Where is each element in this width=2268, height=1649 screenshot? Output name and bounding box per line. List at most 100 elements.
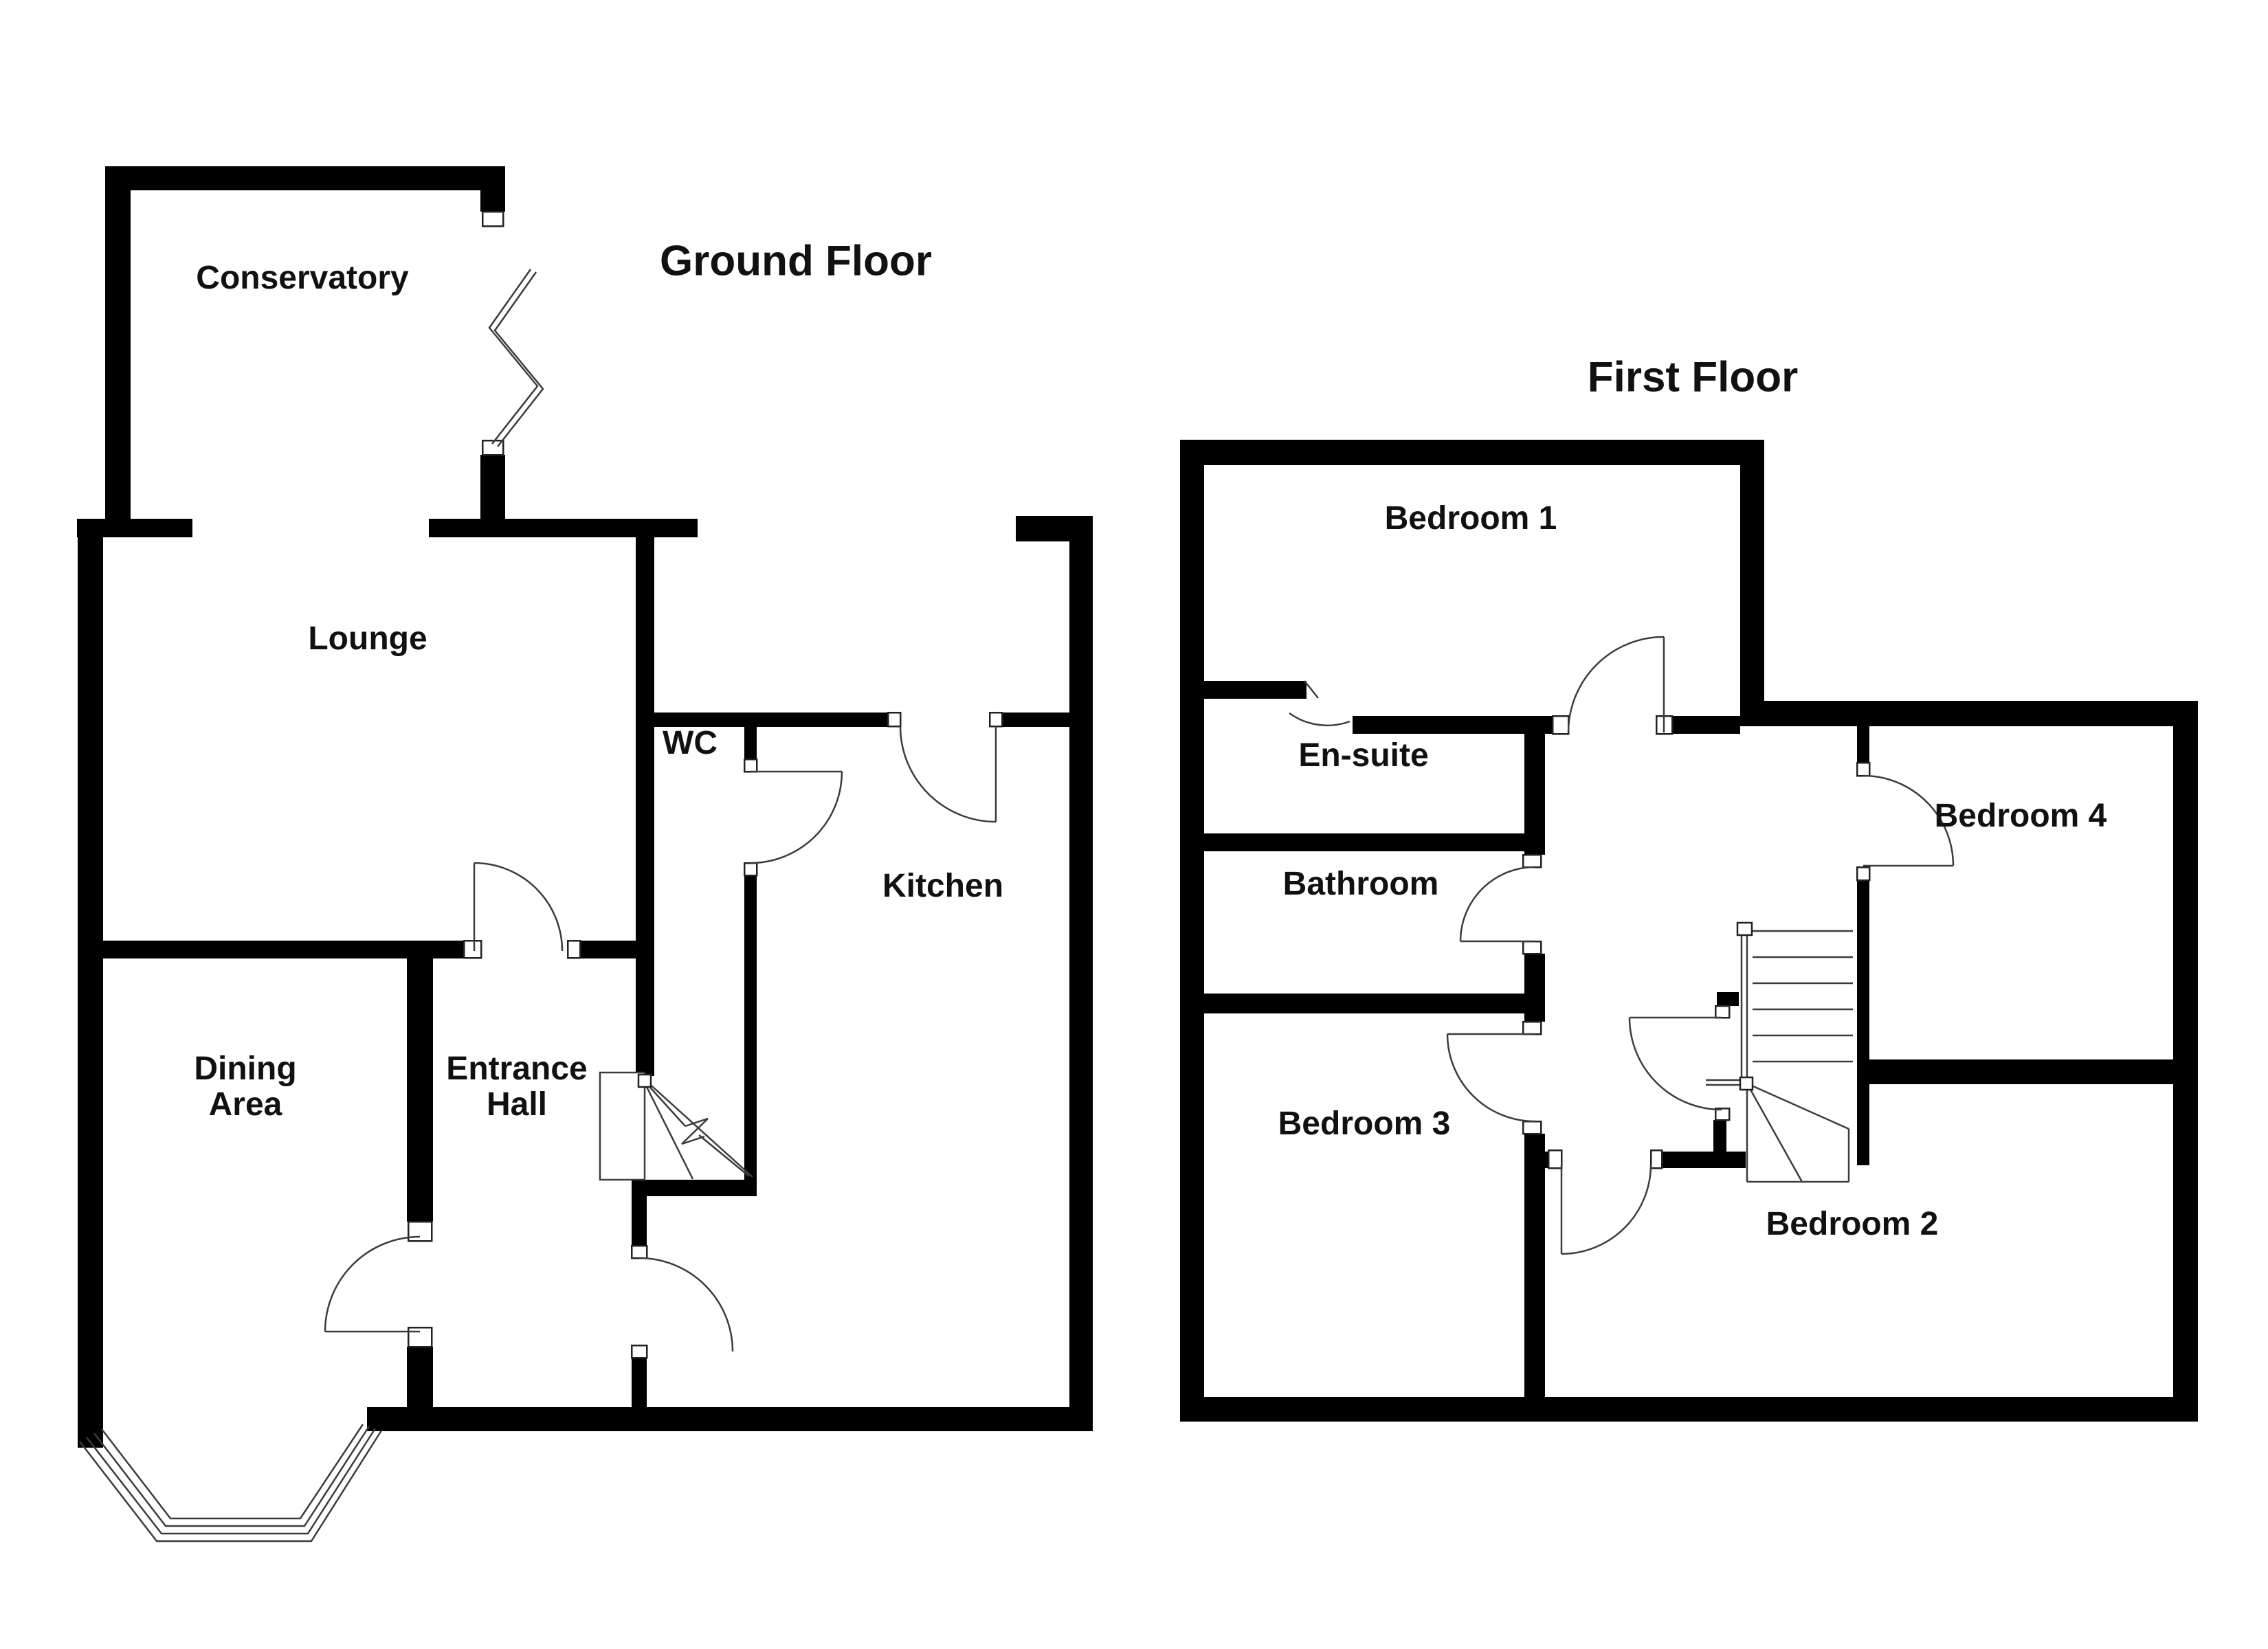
wall-segment <box>105 166 131 521</box>
wall-segment <box>1204 681 1307 699</box>
stair-flight <box>599 1071 646 1181</box>
zigzag-line <box>488 269 539 445</box>
first-floor-stairs <box>1706 921 1853 1183</box>
wall-segment <box>1524 1134 1545 1397</box>
room-label-conservatory: Conservatory <box>196 260 409 297</box>
conservatory-zigzag-opening <box>488 269 544 447</box>
wall-segment <box>1740 701 2198 726</box>
wall-segment <box>744 726 757 759</box>
stair-newel-post <box>637 1073 652 1088</box>
bedroom4-door-arc <box>1863 774 1955 866</box>
jamb-marker <box>630 1344 648 1359</box>
jamb-marker <box>1714 1005 1731 1019</box>
ground-floor-stairs <box>599 1071 753 1181</box>
jamb-marker <box>481 210 504 227</box>
wall-segment <box>1524 954 1545 1022</box>
first-floor-doors <box>1289 636 1955 1255</box>
wall-segment <box>1353 716 1553 734</box>
ground-floor-walls <box>77 166 1093 1448</box>
jamb-marker <box>1551 715 1570 735</box>
jamb-marker <box>1522 1020 1542 1035</box>
bay-window-line <box>93 1426 370 1527</box>
wall-segment <box>1857 880 1869 1059</box>
stair-winder-line <box>1746 1083 1803 1182</box>
wall-segment <box>1524 716 1545 855</box>
jamb-marker <box>463 939 482 959</box>
jamb-marker <box>887 711 902 728</box>
stair-winder-line <box>698 1134 750 1177</box>
wall-segment <box>1180 1397 2198 1422</box>
jamb-marker <box>481 439 504 456</box>
wall-segment <box>1662 1152 1746 1168</box>
stair-break-symbol <box>681 1117 709 1145</box>
wall-segment <box>1016 516 1093 541</box>
wc-door-arc <box>750 771 843 864</box>
wall-segment <box>1672 716 1740 734</box>
bedroom2-door-arc <box>1561 1164 1652 1255</box>
room-label-kitchen: Kitchen <box>882 868 1004 905</box>
room-label-lounge: Lounge <box>308 620 427 658</box>
ensuite-door-arc <box>1289 712 1350 727</box>
jamb-marker <box>743 862 758 877</box>
wall-segment <box>1204 833 1524 851</box>
wall-segment <box>1713 1120 1726 1152</box>
wall-segment <box>636 958 654 1076</box>
room-label-bedroom-4: Bedroom 4 <box>1934 798 2107 835</box>
jamb-marker <box>1522 940 1542 955</box>
wall-segment <box>105 166 505 190</box>
bay-window-line <box>86 1428 377 1535</box>
ground-floor-doors <box>324 726 997 1352</box>
wall-segment <box>367 1407 1093 1431</box>
jamb-marker <box>1522 1120 1542 1135</box>
wall-segment <box>1180 440 1764 465</box>
jamb-marker <box>1522 853 1542 868</box>
wall-segment <box>1524 1152 1548 1168</box>
wall-segment <box>654 713 888 727</box>
wall-segment <box>632 1196 647 1246</box>
hall-kitchen-door-arc <box>638 1257 734 1352</box>
bay-window-line <box>101 1424 364 1520</box>
wall-segment <box>407 1347 433 1409</box>
room-label-bedroom-2: Bedroom 2 <box>1766 1206 1939 1243</box>
wall-segment <box>636 537 654 958</box>
wall-segment <box>1069 541 1093 1431</box>
bathroom-door-arc <box>1459 866 1535 942</box>
wall-segment <box>632 1358 647 1409</box>
bedroom3-door-arc <box>1446 1033 1535 1123</box>
wall-segment <box>1002 713 1069 727</box>
room-label-ensuite: En-suite <box>1298 737 1429 774</box>
jamb-marker <box>1856 866 1871 882</box>
wall-segment <box>407 958 433 1222</box>
wall-segment <box>480 166 505 212</box>
stair-winder-line <box>643 1082 694 1180</box>
stair-newel-post <box>1739 1076 1754 1091</box>
wall-segment <box>580 941 654 958</box>
jamb-marker <box>1547 1149 1563 1169</box>
room-label-entrance-hall: Entrance Hall <box>446 1051 588 1123</box>
wall-segment <box>78 519 103 1448</box>
ground-floor-title: Ground Floor <box>659 237 933 285</box>
jamb-marker <box>1714 1107 1731 1121</box>
wall-segment <box>1857 1059 2173 1084</box>
stair-winder-line <box>645 1081 686 1127</box>
lounge-door-arc <box>474 862 564 952</box>
wall-segment <box>632 1180 757 1196</box>
jamb-marker <box>988 711 1003 728</box>
jamb-marker <box>630 1244 648 1259</box>
wall-segment <box>744 875 757 1181</box>
stair-winder-line <box>1746 1082 1849 1130</box>
ensuite-door-jamb <box>1304 680 1319 699</box>
jamb-marker <box>566 939 581 959</box>
dining-door-arc <box>324 1235 421 1332</box>
jamb-marker <box>407 1326 433 1348</box>
wall-segment <box>1717 992 1739 1006</box>
first-floor-title: First Floor <box>1587 353 1799 401</box>
kitchen-door-arc <box>899 726 997 823</box>
wall-segment <box>1857 1084 1869 1165</box>
room-label-bedroom-3: Bedroom 3 <box>1278 1106 1451 1143</box>
room-label-dining-area: Dining Area <box>194 1051 297 1123</box>
room-label-wc: WC <box>663 725 718 762</box>
bay-window-line <box>79 1430 383 1543</box>
